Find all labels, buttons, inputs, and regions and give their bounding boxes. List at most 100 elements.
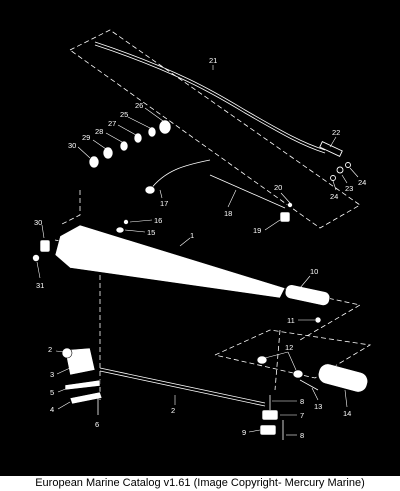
leader-29 [92, 139, 107, 150]
leader-18 [227, 189, 237, 208]
callout-8b: 8 [300, 431, 304, 440]
flex-cable-17 [149, 159, 211, 191]
block-9 [259, 424, 277, 436]
rod-2-b [99, 370, 266, 407]
cable-21-inner [94, 44, 326, 154]
leader-20 [280, 192, 291, 204]
image-caption: European Marine Catalog v1.61 (Image Cop… [0, 476, 400, 491]
main-arm-1-edge [79, 239, 283, 293]
leader-23 [341, 174, 348, 184]
leader-dash-1 [59, 190, 81, 226]
callout-10: 10 [310, 267, 318, 276]
leader-10 [299, 275, 311, 289]
callout-25: 25 [120, 110, 128, 119]
callout-19: 19 [253, 226, 261, 235]
leader-4 [57, 401, 71, 410]
leader-9 [248, 429, 261, 433]
callout-8a: 8 [300, 397, 304, 406]
callout-7: 7 [300, 411, 304, 420]
callout-13: 13 [314, 402, 322, 411]
part-2a [61, 347, 73, 359]
callout-1: 1 [190, 231, 194, 240]
leader-24a [349, 167, 359, 178]
part-16 [123, 219, 129, 225]
leader-1 [179, 237, 191, 247]
callout-6: 6 [95, 420, 99, 429]
callout-5: 5 [50, 388, 54, 397]
callout-22: 22 [332, 128, 340, 137]
part-12b [292, 369, 304, 379]
callout-21: 21 [209, 56, 217, 65]
callout-2a: 2 [48, 345, 52, 354]
part-28 [119, 140, 129, 152]
grip-14 [317, 363, 369, 393]
cable-end-17 [144, 185, 156, 195]
leader-3 [56, 367, 71, 375]
leader-14 [344, 389, 348, 408]
sleeve-22 [319, 141, 343, 157]
leader-31 [36, 261, 41, 279]
part-29 [102, 146, 114, 160]
block-7 [261, 409, 279, 421]
callout-11: 11 [287, 316, 295, 325]
callout-16: 16 [154, 216, 162, 225]
callout-29: 29 [82, 133, 90, 142]
bracket-3 [64, 347, 96, 376]
leader-22 [329, 136, 337, 148]
callout-9: 9 [242, 428, 246, 437]
cable-21 [94, 41, 326, 151]
part-24b [330, 175, 336, 181]
grip-10 [284, 284, 331, 306]
cable-group-outline [69, 29, 361, 229]
part-31 [32, 254, 40, 262]
callout-31: 31 [36, 281, 44, 290]
leader-12a [264, 351, 289, 359]
callout-17: 17 [160, 199, 168, 208]
callout-30b: 30 [34, 218, 42, 227]
rod-2 [99, 367, 266, 404]
callout-20: 20 [274, 183, 282, 192]
callout-12: 12 [285, 343, 293, 352]
leader-dash-3 [274, 329, 281, 391]
callout-2b: 2 [171, 406, 175, 415]
lever-group-outline [214, 329, 372, 379]
leader-28 [105, 132, 123, 143]
callout-15: 15 [147, 228, 155, 237]
part-15 [115, 226, 125, 234]
callout-18: 18 [224, 209, 232, 218]
leader-27 [117, 124, 137, 136]
leader-2a [55, 350, 65, 353]
part-11 [314, 316, 322, 324]
leader-5 [57, 387, 69, 393]
leader-26 [144, 107, 164, 122]
leader-30a [77, 146, 91, 159]
callout-30a: 30 [68, 141, 76, 150]
leader-12b [287, 351, 297, 371]
part-13 [299, 379, 319, 391]
part-25 [147, 126, 157, 138]
leader-24b [332, 180, 337, 191]
leader-13 [311, 387, 319, 401]
callout-28: 28 [95, 127, 103, 136]
part-27 [133, 132, 143, 144]
part-30-top [88, 155, 100, 169]
part-24a [345, 162, 351, 168]
clevis-19 [279, 211, 291, 223]
part-26 [158, 119, 172, 135]
callout-23: 23 [345, 184, 353, 193]
leader-15 [124, 229, 146, 233]
leader-30b [41, 224, 45, 239]
plate-4 [69, 391, 103, 405]
callout-27: 27 [108, 119, 116, 128]
rod-18 [209, 174, 286, 209]
leader-16 [129, 219, 153, 223]
pin-20 [287, 202, 293, 208]
leader-25 [127, 116, 151, 129]
main-arm-1 [54, 224, 286, 299]
callout-14: 14 [343, 409, 351, 418]
exploded-parts-diagram: 1 2 2 3 4 5 6 7 8 8 9 10 11 12 13 14 15 [32, 29, 372, 440]
callout-24a: 24 [358, 178, 366, 187]
part-12a [256, 355, 268, 365]
callouts: 1 2 2 3 4 5 6 7 8 8 9 10 11 12 13 14 15 [34, 56, 366, 440]
leader-17 [159, 189, 163, 199]
